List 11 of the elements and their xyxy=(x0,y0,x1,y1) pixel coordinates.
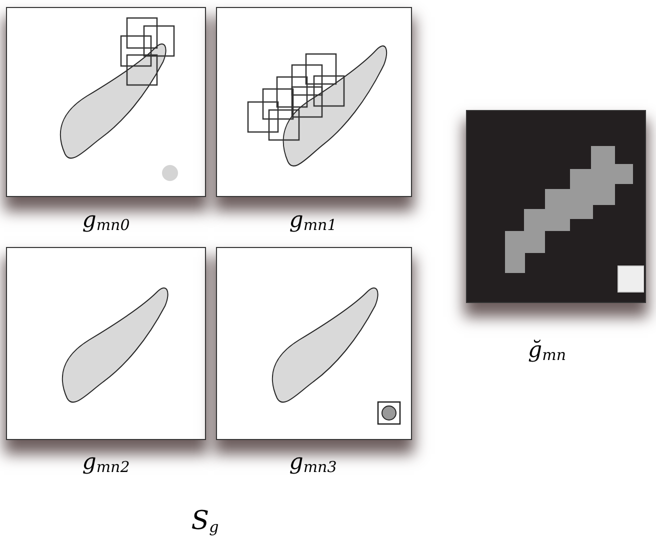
image-panel xyxy=(216,7,412,197)
image-panel xyxy=(6,247,206,440)
set-label: S$_{g}$ xyxy=(191,508,219,535)
image-panel xyxy=(6,7,206,197)
panel-caption: g$_{mn2}$ xyxy=(82,452,130,475)
panel-caption: ğ$_{mn}$ xyxy=(528,340,566,363)
panel-caption: g$_{mn0}$ xyxy=(82,210,130,233)
image-panel xyxy=(216,247,412,440)
panel-caption: g$_{mn1}$ xyxy=(289,210,337,233)
panel-caption: g$_{mn3}$ xyxy=(289,452,337,475)
image-panel xyxy=(466,110,646,303)
